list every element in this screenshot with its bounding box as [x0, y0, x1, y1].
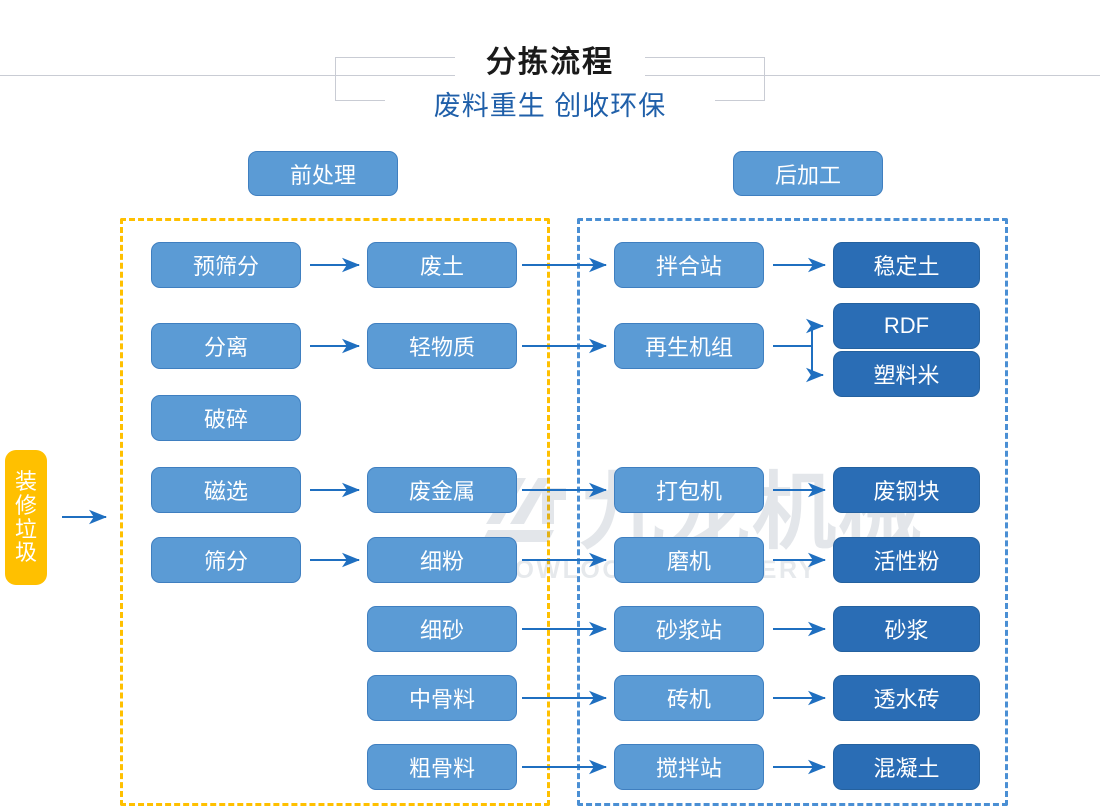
section-header-pre-processing[interactable]: 前处理	[248, 151, 398, 196]
input-char-0: 装	[14, 469, 37, 495]
node-equipment-1-label: 再生机组	[644, 335, 733, 360]
node-process-1-label: 分离	[203, 335, 248, 360]
node-material-1-label: 轻物质	[408, 335, 475, 360]
node-product-5-label: 砂浆	[884, 618, 929, 643]
node-product-0-label: 稳定土	[873, 254, 940, 279]
node-material-0[interactable]: 废土	[367, 242, 517, 288]
input-char-2: 垃	[14, 516, 37, 542]
node-process-3-label: 磁选	[203, 479, 248, 504]
section-header-post-processing[interactable]: 后加工	[733, 151, 883, 196]
node-process-2-label: 破碎	[203, 407, 248, 432]
node-equipment-3[interactable]: 磨机	[614, 537, 764, 583]
node-product-4-label: 活性粉	[873, 549, 940, 574]
node-material-3[interactable]: 细粉	[367, 537, 517, 583]
node-equipment-4-label: 砂浆站	[655, 618, 722, 643]
node-equipment-5[interactable]: 砖机	[614, 675, 764, 721]
node-product-6-label: 透水砖	[873, 687, 940, 712]
node-material-5-label: 中骨料	[408, 687, 475, 712]
node-material-4-label: 细砂	[419, 618, 464, 643]
node-product-1-label: RDF	[883, 313, 930, 338]
node-equipment-3-label: 磨机	[666, 549, 711, 574]
node-equipment-5-label: 砖机	[666, 687, 711, 712]
node-process-0[interactable]: 预筛分	[151, 242, 301, 288]
input-char-1: 修	[14, 492, 37, 518]
node-product-5[interactable]: 砂浆	[833, 606, 980, 652]
node-equipment-6[interactable]: 搅拌站	[614, 744, 764, 790]
node-product-2-label: 塑料米	[873, 363, 940, 388]
node-product-0[interactable]: 稳定土	[833, 242, 980, 288]
section-header-post-label: 后加工	[774, 162, 841, 188]
node-material-6[interactable]: 粗骨料	[367, 744, 517, 790]
node-material-4[interactable]: 细砂	[367, 606, 517, 652]
node-product-7[interactable]: 混凝土	[833, 744, 980, 790]
node-equipment-2-label: 打包机	[655, 479, 722, 504]
group-frame-post-processing	[577, 218, 1008, 806]
node-equipment-1[interactable]: 再生机组	[614, 323, 764, 369]
node-product-3-label: 废钢块	[873, 479, 940, 504]
node-product-7-label: 混凝土	[873, 756, 940, 781]
node-process-4[interactable]: 筛分	[151, 537, 301, 583]
page-subtitle: 废料重生 创收环保	[433, 91, 667, 121]
node-product-3[interactable]: 废钢块	[833, 467, 980, 513]
node-equipment-6-label: 搅拌站	[655, 756, 722, 781]
node-material-6-label: 粗骨料	[408, 756, 475, 781]
node-product-2[interactable]: 塑料米	[833, 351, 980, 397]
node-product-6[interactable]: 透水砖	[833, 675, 980, 721]
node-equipment-2[interactable]: 打包机	[614, 467, 764, 513]
page-title: 分拣流程	[486, 46, 614, 79]
node-material-1[interactable]: 轻物质	[367, 323, 517, 369]
section-header-pre-label: 前处理	[289, 162, 356, 188]
node-equipment-0[interactable]: 拌合站	[614, 242, 764, 288]
title-backdrop-main	[455, 38, 645, 76]
node-input-construction-waste[interactable]: 装 修 垃 圾	[5, 450, 47, 585]
node-process-2[interactable]: 破碎	[151, 395, 301, 441]
node-process-4-label: 筛分	[203, 549, 248, 574]
node-material-2[interactable]: 废金属	[367, 467, 517, 513]
node-product-4[interactable]: 活性粉	[833, 537, 980, 583]
title-backdrop-sub	[385, 82, 715, 120]
node-product-1[interactable]: RDF	[833, 303, 980, 349]
node-equipment-4[interactable]: 砂浆站	[614, 606, 764, 652]
group-frame-pre-processing	[120, 218, 550, 806]
node-equipment-0-label: 拌合站	[655, 254, 722, 279]
node-process-1[interactable]: 分离	[151, 323, 301, 369]
node-material-3-label: 细粉	[419, 549, 464, 574]
node-process-3[interactable]: 磁选	[151, 467, 301, 513]
node-material-0-label: 废土	[419, 254, 464, 279]
node-material-5[interactable]: 中骨料	[367, 675, 517, 721]
node-process-0-label: 预筛分	[192, 254, 259, 279]
node-material-2-label: 废金属	[408, 479, 475, 504]
input-char-3: 圾	[14, 540, 37, 566]
